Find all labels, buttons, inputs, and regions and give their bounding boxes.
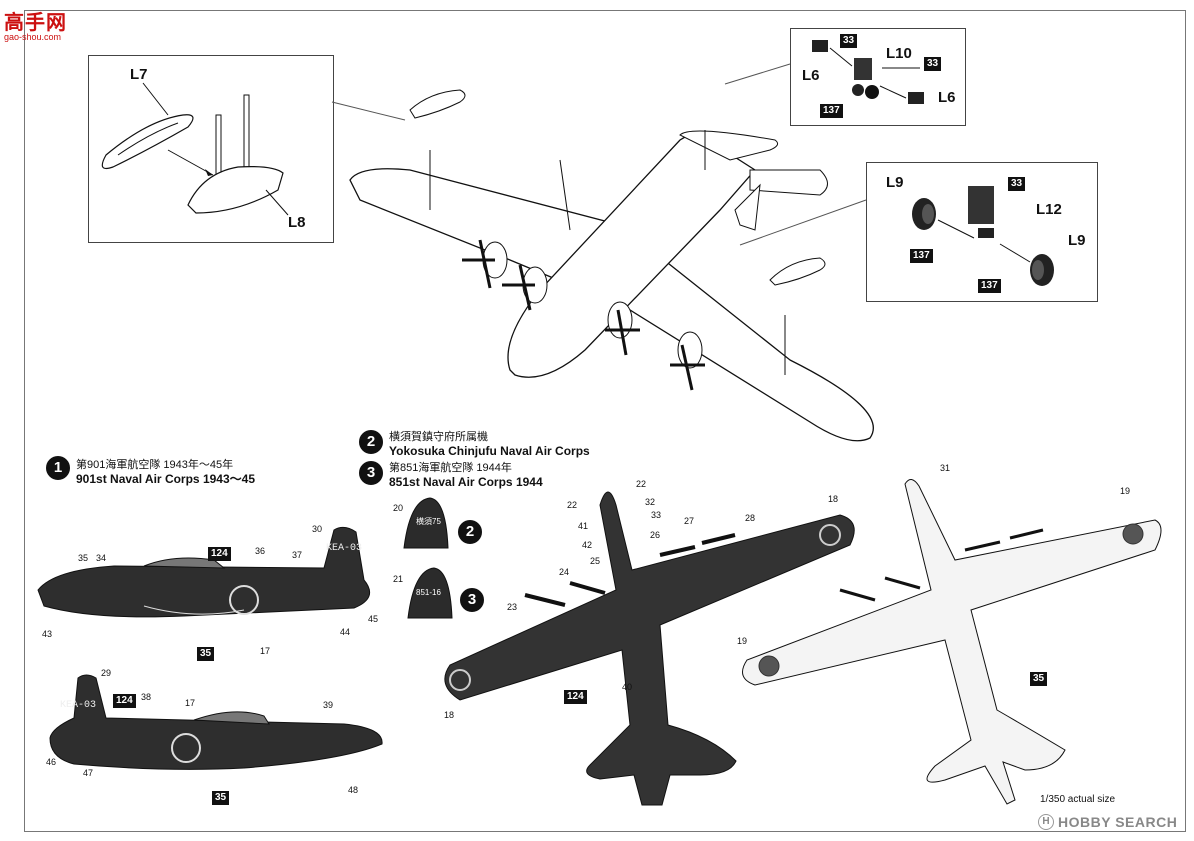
box-number-35-bottom: 35: [1030, 672, 1048, 686]
callout-23: 23: [507, 602, 518, 612]
bottom-view-drawing: [742, 479, 1162, 805]
callout-39: 39: [323, 700, 334, 710]
callout-37: 37: [292, 550, 303, 560]
part-label-l9-b: L9: [1068, 232, 1086, 249]
top-view-drawing: [444, 491, 855, 806]
marking-2-jp: 横須賀鎮守府所属機: [389, 431, 488, 443]
callout-19-a: 19: [1120, 486, 1131, 496]
part-number-137-b: 137: [910, 249, 933, 263]
callout-33: 33: [651, 510, 662, 520]
callout-24: 24: [559, 567, 570, 577]
callout-41: 41: [578, 521, 589, 531]
fin-badge-2: 2: [458, 520, 482, 544]
marking-3-jp: 第851海軍航空隊 1944年: [389, 462, 512, 474]
part-label-l8: L8: [288, 214, 306, 231]
callout-17-upper: 17: [260, 646, 271, 656]
callout-31: 31: [940, 463, 951, 473]
part-label-l10: L10: [886, 45, 912, 62]
part-number-137-c: 137: [978, 279, 1001, 293]
brand-mark-icon: H: [1038, 814, 1054, 830]
watermark-logo: 高手网 gao-shou.com: [4, 6, 67, 42]
callout-18-a: 18: [828, 494, 839, 504]
callout-29: 29: [101, 668, 112, 678]
fin-marking-3-drawing: [407, 567, 453, 619]
part-number-33-c: 33: [1008, 177, 1026, 191]
callout-17-lower: 17: [185, 698, 196, 708]
fin-marking-2-drawing: [403, 497, 449, 549]
callout-21: 21: [393, 574, 404, 584]
box-number-124-upper: 124: [208, 547, 231, 561]
assembly-aircraft-drawing: [331, 63, 874, 442]
marking-1-jp: 第901海軍航空隊 1943年〜45年: [76, 459, 234, 471]
callout-38: 38: [141, 692, 152, 702]
callout-44: 44: [340, 627, 351, 637]
box-number-124-top: 124: [564, 690, 587, 704]
brand-logo: H HOBBY SEARCH: [1038, 814, 1177, 830]
callout-28: 28: [745, 513, 756, 523]
marking-badge-1: 1: [46, 456, 70, 480]
callout-25: 25: [590, 556, 601, 566]
marking-legend-2: 2 横須賀鎮守府所属機 Yokosuka Chinjufu Naval Air …: [359, 430, 590, 458]
brand-name: HOBBY SEARCH: [1058, 814, 1178, 830]
callout-42: 42: [582, 540, 593, 550]
callout-48: 48: [348, 785, 359, 795]
marking-legend-3: 3 第851海軍航空隊 1944年 851st Naval Air Corps …: [359, 461, 543, 489]
callout-47: 47: [83, 768, 94, 778]
box-number-35-upper: 35: [197, 647, 215, 661]
callout-46: 46: [46, 757, 57, 767]
part-label-l9-a: L9: [886, 174, 904, 191]
callout-22-b: 22: [567, 500, 578, 510]
callout-34: 34: [96, 553, 107, 563]
part-number-33-a: 33: [840, 34, 858, 48]
detail-box-canopy-float: [88, 55, 334, 243]
detail-box-gear-upper: [790, 28, 966, 126]
callout-40: 40: [622, 682, 633, 692]
watermark-site: 高手网: [4, 12, 67, 34]
detail-gear-lower-drawing: [912, 186, 1054, 286]
callout-18-b: 18: [444, 710, 455, 720]
watermark-url: gao-shou.com: [4, 32, 62, 42]
callout-32: 32: [645, 497, 656, 507]
tail-code-upper: KEA-03: [326, 543, 363, 554]
detail-canopy-float-drawing: [101, 82, 289, 216]
callout-19-b: 19: [737, 636, 748, 646]
part-label-l6-b: L6: [938, 89, 956, 106]
marking-1-en: 901st Naval Air Corps 1943〜45: [76, 472, 255, 486]
box-number-35-lower: 35: [212, 791, 230, 805]
marking-badge-3: 3: [359, 461, 383, 485]
detail-gear-upper-drawing: [812, 40, 924, 104]
side-view-upper-drawing: [37, 526, 371, 618]
callout-43: 43: [42, 629, 53, 639]
callout-26: 26: [650, 530, 661, 540]
callout-27: 27: [684, 516, 695, 526]
part-number-137: 137: [820, 104, 843, 118]
part-label-l7: L7: [130, 66, 148, 83]
detail-box-gear-lower: [866, 162, 1098, 302]
marking-2-en: Yokosuka Chinjufu Naval Air Corps: [389, 444, 590, 458]
part-label-l6-a: L6: [802, 67, 820, 84]
part-number-33-b: 33: [924, 57, 942, 71]
scale-note: 1/350 actual size: [1040, 794, 1116, 805]
part-label-l12: L12: [1036, 201, 1062, 218]
fin-code-2: 横須75: [416, 517, 441, 526]
callout-36: 36: [255, 546, 266, 556]
marking-badge-2: 2: [359, 430, 383, 454]
side-view-lower-drawing: [49, 674, 383, 770]
callout-22-a: 22: [636, 479, 647, 489]
marking-3-en: 851st Naval Air Corps 1944: [389, 475, 543, 489]
callout-45: 45: [368, 614, 379, 624]
callout-20: 20: [393, 503, 404, 513]
callout-35-side: 35: [78, 553, 89, 563]
fin-badge-3: 3: [460, 588, 484, 612]
fin-code-3: 851-16: [416, 588, 441, 597]
tail-code-lower: KEA-03: [60, 700, 97, 711]
page-frame: [24, 10, 1186, 832]
callout-30: 30: [312, 524, 323, 534]
marking-legend-1: 1 第901海軍航空隊 1943年〜45年 901st Naval Air Co…: [46, 456, 255, 486]
box-number-124-lower: 124: [113, 694, 136, 708]
